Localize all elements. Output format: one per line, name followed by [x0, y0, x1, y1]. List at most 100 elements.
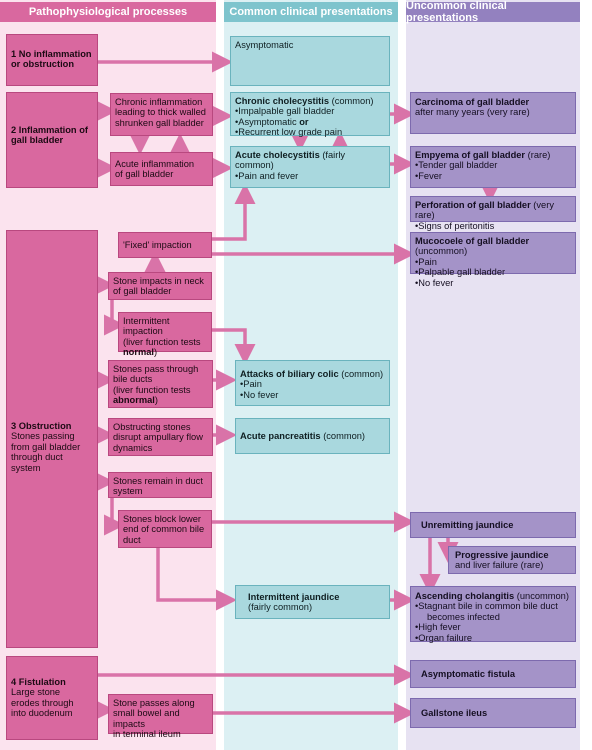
- sub-neck-line2: of gall bladder: [113, 286, 172, 297]
- common-biliary-colic: Attacks of biliary colic (common) •Pain …: [235, 360, 390, 406]
- uncommon-ileus-title: Gallstone ileus: [421, 708, 488, 718]
- sub-obstructing-line3: dynamics: [113, 442, 153, 453]
- uncommon-mucocoele-title: Mucocoele of gall bladder (uncommon): [415, 236, 530, 257]
- sub-fixed-impaction: 'Fixed' impaction: [118, 232, 212, 258]
- sub-intermittent-line2: (liver function tests: [123, 336, 201, 347]
- uncommon-perforation-title: Perforation of gall bladder (very rare): [415, 200, 554, 221]
- process-no-inflammation: 1 No inflammation or obstruction: [6, 34, 98, 86]
- sub-intermittent-line1: Intermittent impaction: [123, 316, 170, 337]
- uncommon-mucocoele-b1: •Pain: [415, 256, 437, 267]
- common-colic-b2: •No fever: [240, 389, 279, 400]
- common-acute-b1: •Pain and fever: [235, 170, 299, 181]
- header-common: Common clinical presentations: [224, 2, 398, 22]
- process-fistulation-title: 4 Fistulation: [11, 677, 66, 687]
- uncommon-carcinoma: Carcinoma of gall bladder after many yea…: [410, 92, 576, 134]
- process-obstruction-line4: through duct: [11, 452, 63, 463]
- process-no-inflammation-line2: or obstruction: [11, 59, 75, 70]
- sub-stone-passes-bowel: Stone passes along small bowel and impac…: [108, 694, 213, 739]
- sub-acute-line1: Acute inflammation: [115, 159, 195, 169]
- sub-pass-line3: (liver function tests: [113, 384, 191, 395]
- common-acute-cholecystitis: Acute cholecystitis (fairly common) •Pai…: [230, 146, 390, 188]
- sub-remain-line1: Stones remain in duct: [113, 476, 203, 486]
- header-pathophysiology: Pathophysiological processes: [0, 2, 216, 22]
- sub-block-line2: end of common bile: [123, 524, 205, 535]
- process-obstruction-line5: system: [11, 462, 41, 473]
- common-chronic-b3: •Recurrent low grade pain: [235, 127, 343, 138]
- common-colic-b1: •Pain: [240, 379, 262, 390]
- uncommon-unremitting-title: Unremitting jaundice: [421, 520, 514, 530]
- process-obstruction-title: 3 Obstruction: [11, 421, 72, 431]
- common-jaundice-title: Intermittent jaundice: [248, 592, 340, 602]
- uncommon-empyema-b2: •Fever: [415, 170, 443, 181]
- common-intermittent-jaundice: Intermittent jaundice (fairly common): [235, 585, 390, 619]
- uncommon-progressive-title: Progressive jaundice: [455, 550, 549, 560]
- uncommon-carcinoma-sub: after many years (very rare): [415, 107, 530, 118]
- process-fistulation-line4: into duodenum: [11, 708, 73, 719]
- uncommon-mucocoele: Mucocoele of gall bladder (uncommon) •Pa…: [410, 232, 576, 288]
- sub-pass-line4: abnormal): [113, 395, 158, 406]
- uncommon-cholangitis-title: Ascending cholangitis (uncommon): [415, 591, 569, 601]
- common-colic-title: Attacks of biliary colic (common): [240, 369, 384, 379]
- uncommon-empyema-title: Empyema of gall bladder (rare): [415, 150, 551, 160]
- sub-passes-line3: in terminal ileum: [113, 729, 181, 740]
- uncommon-cholangitis-b1b: becomes infected: [427, 611, 500, 622]
- sub-chronic-line1: Chronic inflammation: [115, 97, 203, 107]
- sub-remain-line2: system: [113, 486, 143, 497]
- uncommon-asymptomatic-fistula: Asymptomatic fistula: [410, 660, 576, 688]
- process-fistulation-line3: erodes through: [11, 697, 74, 708]
- process-no-inflammation-line1: 1 No inflammation: [11, 49, 92, 59]
- common-acute-title: Acute cholecystitis (fairly common): [235, 150, 346, 171]
- uncommon-mucocoele-b2: •Palpable gall bladder: [415, 267, 506, 278]
- sub-stones-remain: Stones remain in duct system: [108, 472, 212, 498]
- arrow-intermittent-to-colic: [212, 328, 256, 365]
- common-asymptomatic-text: Asymptomatic: [235, 40, 294, 50]
- sub-acute-inflammation: Acute inflammation of gall bladder: [110, 152, 213, 186]
- uncommon-perforation-b1: •Signs of peritonitis: [415, 220, 495, 231]
- common-chronic-b1: •Impalpable gall bladder: [235, 106, 335, 117]
- uncommon-cholangitis-b2: •High fever: [415, 622, 461, 633]
- common-chronic-title: Chronic cholecystitis (common): [235, 96, 374, 106]
- uncommon-cholangitis-b1: •Stagnant bile in common bile duct: [415, 601, 558, 612]
- process-obstruction-line3: from gall bladder: [11, 441, 81, 452]
- uncommon-empyema-b1: •Tender gall bladder: [415, 160, 498, 171]
- sub-pass-line2: bile ducts: [113, 374, 153, 385]
- uncommon-progressive-sub: and liver failure (rare): [455, 560, 544, 571]
- sub-block-line1: Stones block lower: [123, 514, 202, 524]
- arrow-block-to-intjaundice: [156, 545, 237, 611]
- sub-block-line3: duct: [123, 534, 141, 545]
- process-inflammation-line1: 2 Inflammation of: [11, 125, 88, 135]
- sub-obstructing-line1: Obstructing stones: [113, 422, 191, 432]
- common-pancreatitis-title: Acute pancreatitis (common): [240, 431, 366, 441]
- sub-chronic-line2: leading to thick walled: [115, 107, 206, 118]
- uncommon-fistula-title: Asymptomatic fistula: [421, 669, 516, 679]
- common-acute-pancreatitis: Acute pancreatitis (common): [235, 418, 390, 454]
- process-fistulation-line2: Large stone: [11, 687, 61, 698]
- uncommon-cholangitis-b3: •Organ failure: [415, 632, 472, 643]
- sub-fixed-text: 'Fixed' impaction: [123, 240, 192, 250]
- sub-stones-pass: Stones pass through bile ducts (liver fu…: [108, 360, 213, 408]
- uncommon-empyema: Empyema of gall bladder (rare) •Tender g…: [410, 146, 576, 188]
- uncommon-progressive-jaundice: Progressive jaundice and liver failure (…: [448, 546, 576, 574]
- common-chronic-b2: •Asymptomatic or: [235, 116, 309, 127]
- uncommon-carcinoma-title: Carcinoma of gall bladder: [415, 97, 530, 107]
- arrow-remain-to-block: [104, 496, 125, 536]
- uncommon-unremitting-jaundice: Unremitting jaundice: [410, 512, 576, 538]
- header-uncommon: Uncommon clinical presentations: [406, 0, 580, 24]
- process-inflammation: 2 Inflammation of gall bladder: [6, 92, 98, 188]
- sub-stone-neck: Stone impacts in neck of gall bladder: [108, 272, 212, 300]
- sub-pass-line1: Stones pass through: [113, 364, 199, 374]
- common-jaundice-suffix: (fairly common): [248, 602, 313, 613]
- uncommon-perforation: Perforation of gall bladder (very rare) …: [410, 196, 576, 231]
- sub-intermittent-impaction: Intermittent impaction (liver function t…: [118, 312, 212, 357]
- arrow-fixed-to-ac: [212, 183, 256, 241]
- uncommon-mucocoele-b3: •No fever: [415, 277, 454, 288]
- sub-chronic-line3: shrunken gall bladder: [115, 117, 204, 128]
- sub-stones-block: Stones block lower end of common bile du…: [118, 510, 212, 548]
- process-fistulation: 4 Fistulation Large stone erodes through…: [6, 656, 98, 740]
- sub-acute-line2: of gall bladder: [115, 169, 174, 180]
- uncommon-gallstone-ileus: Gallstone ileus: [410, 698, 576, 728]
- sub-neck-line1: Stone impacts in neck: [113, 276, 204, 286]
- sub-intermittent-line3: normal): [123, 347, 158, 358]
- arrow-neck-to-intermittent: [104, 300, 125, 336]
